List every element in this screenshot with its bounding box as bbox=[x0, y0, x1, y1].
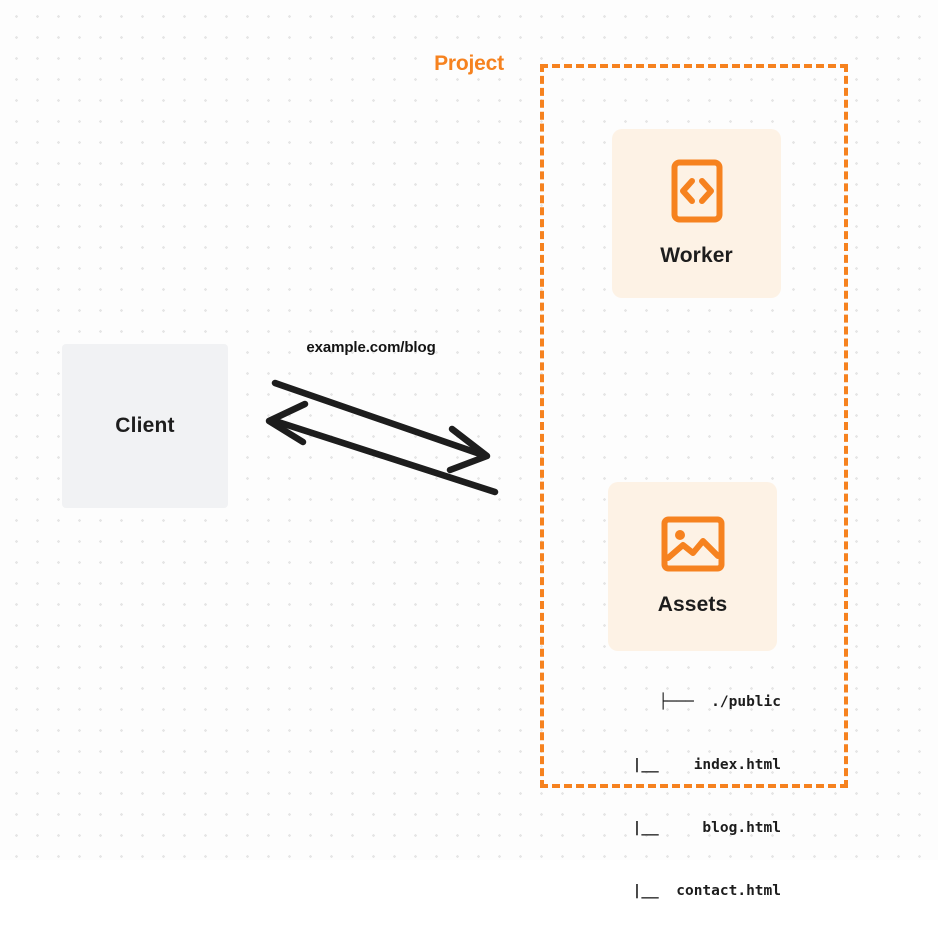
client-node-label: Client bbox=[115, 414, 175, 437]
worker-node-label: Worker bbox=[660, 244, 733, 267]
image-icon bbox=[661, 516, 725, 577]
connector-label: example.com/blog bbox=[306, 339, 436, 356]
diagram-canvas: Client example.com/blog Project Worker bbox=[0, 0, 938, 899]
arrow-right-icon bbox=[271, 379, 491, 474]
client-node[interactable]: Client bbox=[62, 344, 228, 508]
file-tree-line: |__ index.html bbox=[632, 757, 781, 773]
file-tree-line: |__ blog.html bbox=[632, 820, 781, 836]
code-brackets-icon bbox=[671, 159, 723, 228]
assets-file-tree: ├─── ./public |__ index.html |__ blog.ht… bbox=[560, 650, 781, 944]
worker-node[interactable]: Worker bbox=[612, 129, 781, 298]
project-container bbox=[540, 64, 848, 788]
assets-node[interactable]: Assets bbox=[608, 482, 777, 651]
file-tree-line: ├─── ./public bbox=[658, 694, 781, 710]
file-tree-line: |__ contact.html bbox=[632, 883, 781, 899]
project-title: Project bbox=[427, 52, 511, 76]
arrow-left-icon bbox=[265, 400, 499, 496]
assets-node-label: Assets bbox=[657, 593, 728, 616]
